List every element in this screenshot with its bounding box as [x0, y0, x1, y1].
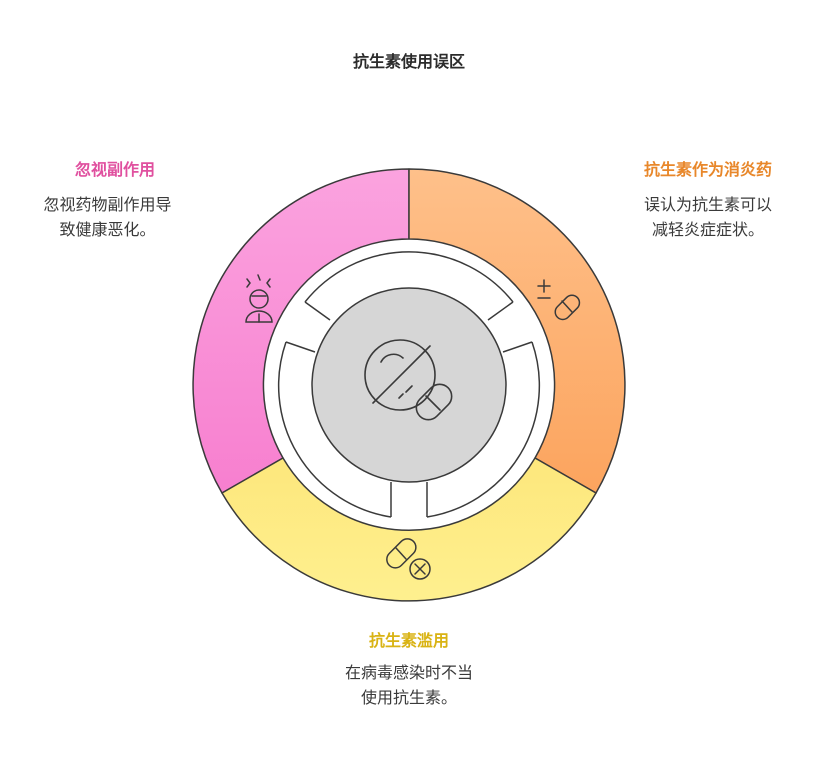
- antibiotic-abuse-description: 在病毒感染时不当 使用抗生素。: [300, 660, 518, 710]
- desc-line: 误认为抗生素可以: [643, 195, 772, 214]
- antibiotic-abuse-title: 抗生素滥用: [368, 631, 449, 650]
- segment-anti-inflammatory: [408, 168, 626, 494]
- anti-inflammatory-description: 误认为抗生素可以 减轻炎症症状。: [616, 192, 800, 242]
- desc-line: 使用抗生素。: [360, 688, 457, 707]
- desc-line: 致健康恶化。: [59, 220, 156, 239]
- page-title: 抗生素使用误区: [352, 52, 465, 71]
- segment-side-effects: [192, 168, 410, 494]
- segment-antibiotic-abuse: [221, 457, 597, 602]
- desc-line: 在病毒感染时不当: [344, 663, 473, 682]
- desc-line: 减轻炎症症状。: [651, 220, 764, 239]
- anti-inflammatory-title: 抗生素作为消炎药: [643, 160, 772, 179]
- sick-person-icon: [245, 274, 273, 323]
- center-disc: [311, 287, 507, 483]
- plus-minus-pill-icon: [537, 279, 581, 321]
- pill-cancel-icon: [386, 538, 431, 580]
- side-effects-title: 忽视副作用: [74, 160, 155, 179]
- desc-line: 忽视药物副作用导: [43, 195, 172, 214]
- no-pills-icon: [364, 339, 453, 421]
- side-effects-description: 忽视药物副作用导 致健康恶化。: [20, 192, 195, 242]
